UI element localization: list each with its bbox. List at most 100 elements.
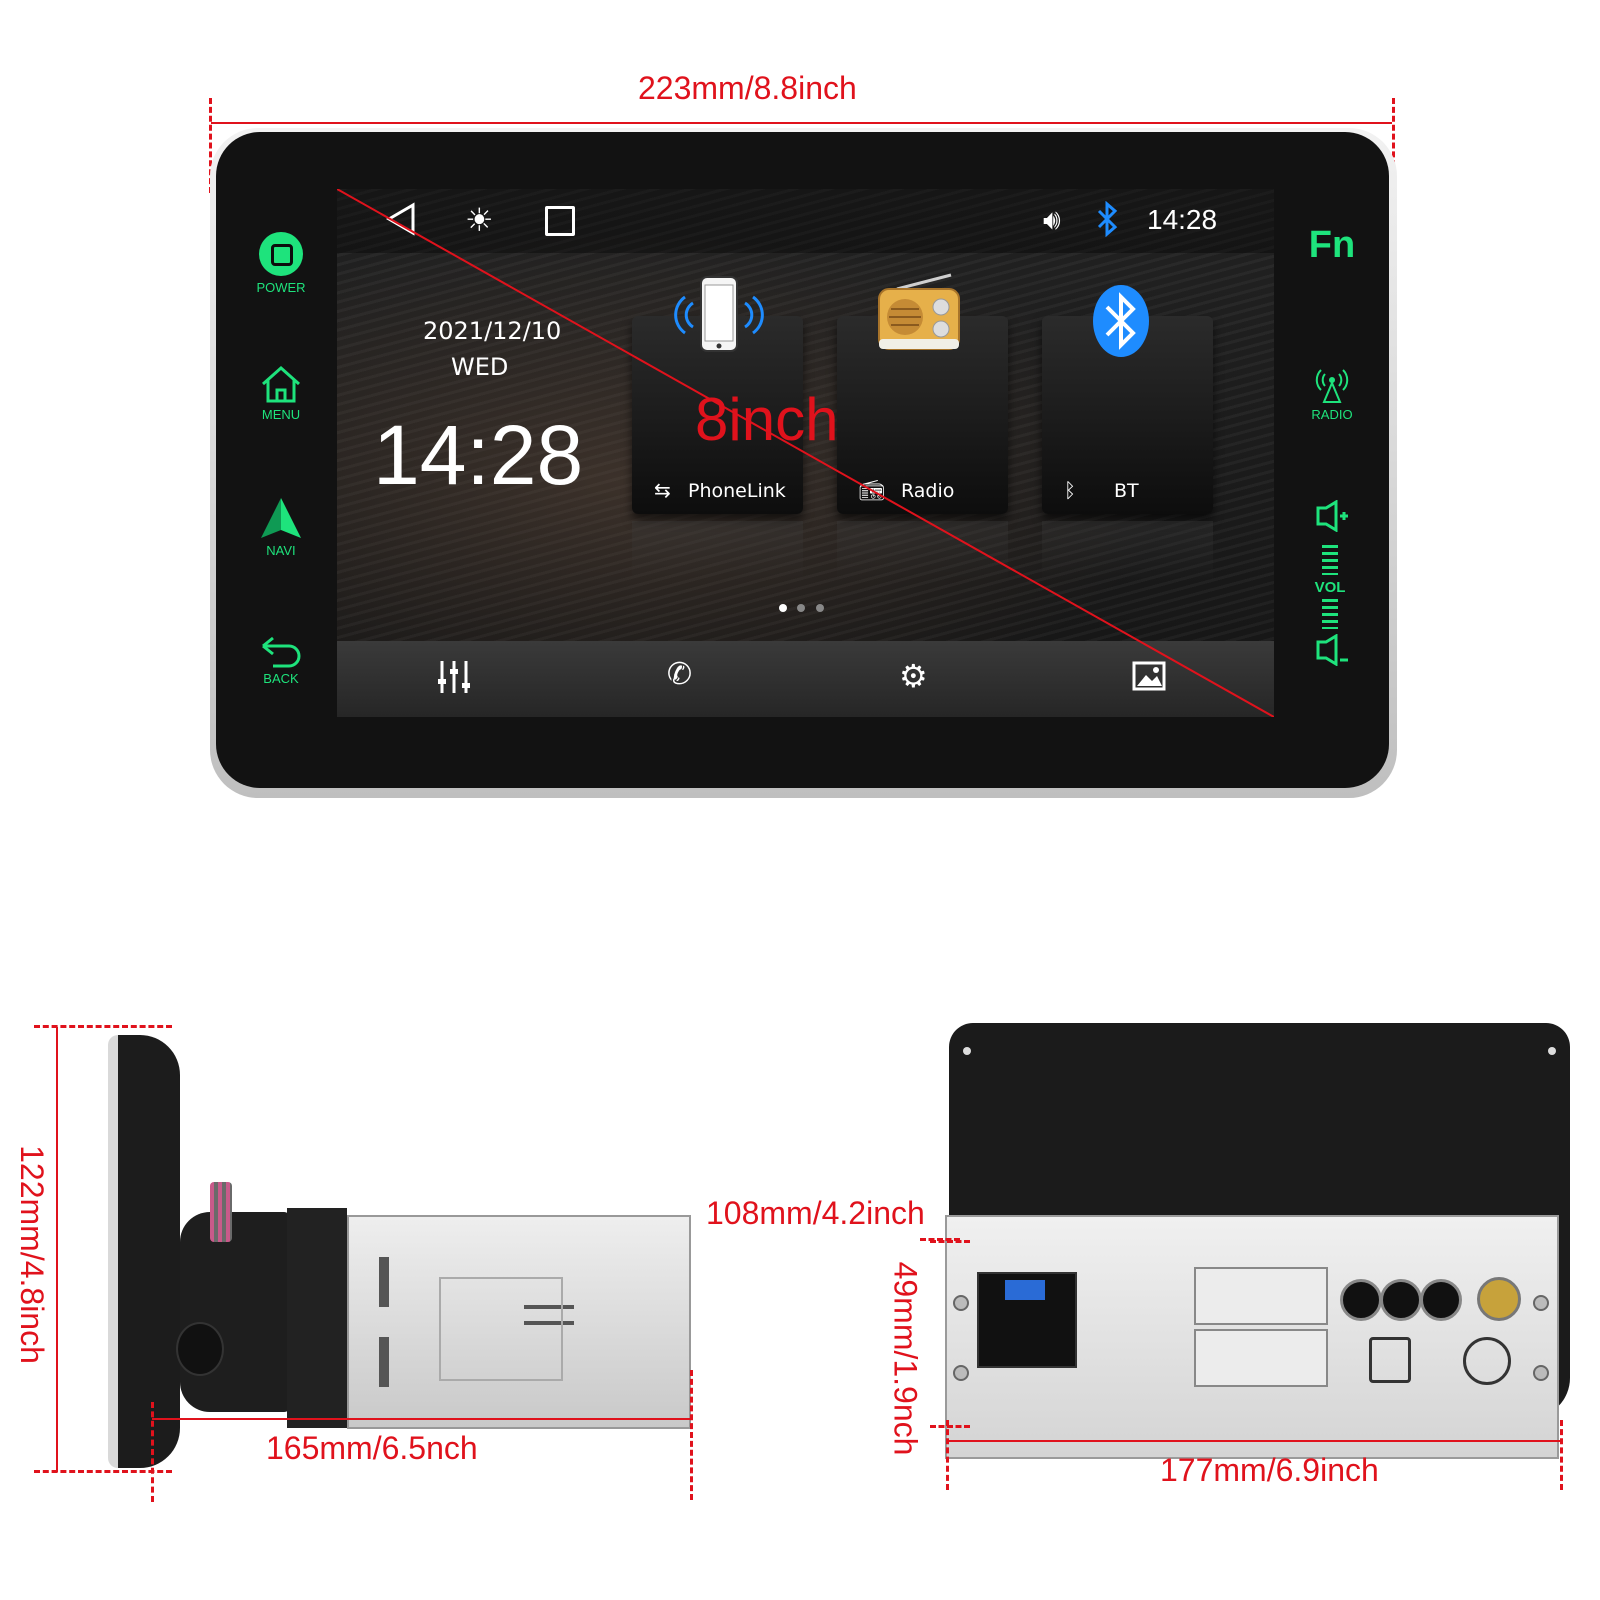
retro-radio-icon [878, 273, 960, 350]
home-date: 2021/12/10 [423, 317, 562, 345]
fn-button[interactable]: Fn [1308, 224, 1356, 266]
rear-chassis-height-label: 49mm/1.9nch [887, 1261, 924, 1456]
tile-bt-reflection [1042, 521, 1213, 581]
side-height-line [56, 1027, 58, 1472]
tile-radio[interactable]: 📻︎ Radio [837, 316, 1008, 514]
brightness-icon[interactable]: ☀ [465, 201, 494, 239]
front-width-label: 223mm/8.8inch [638, 70, 857, 106]
antenna-port [1477, 1277, 1521, 1321]
navi-button[interactable]: NAVI [254, 496, 308, 558]
power-icon [259, 232, 303, 276]
chassis-slot [524, 1305, 574, 1309]
back-arrow-icon [262, 636, 301, 668]
screen-size-label: 8inch [695, 386, 839, 453]
speaker-icon[interactable]: 🔊︎ [1043, 203, 1061, 236]
fuse [1005, 1280, 1045, 1300]
radio-button[interactable]: RADIO [1302, 368, 1362, 422]
bluetooth-status-icon [1095, 200, 1119, 241]
volume-label: VOL [1314, 579, 1346, 596]
radio-antenna-icon [1315, 369, 1349, 403]
chassis-slot [524, 1321, 574, 1325]
chassis-slot [379, 1257, 389, 1307]
rear-width-label: 177mm/6.9inch [1160, 1452, 1379, 1488]
power-button[interactable]: POWER [254, 232, 308, 295]
status-bar: ☀ 🔊︎ 14:28 [337, 189, 1274, 253]
rca-jack [1340, 1279, 1382, 1321]
hinge-knob [176, 1322, 224, 1376]
rear-width-right-guide [1560, 1420, 1563, 1490]
rear-round-mark [1463, 1337, 1511, 1385]
side-depth-left-guide [151, 1402, 154, 1502]
tile-radio-label: Radio [901, 480, 955, 502]
recent-apps-icon[interactable] [545, 206, 575, 236]
home-icon [262, 365, 300, 403]
harness-connector-bottom [1194, 1329, 1328, 1387]
rear-width-left-guide [946, 1420, 949, 1490]
home-weekday: WED [451, 353, 509, 381]
navigation-icon [261, 498, 301, 538]
navi-label: NAVI [266, 543, 296, 558]
harness-connector-top [1194, 1267, 1328, 1325]
rca-jack [1420, 1279, 1462, 1321]
rear-screw [1533, 1365, 1549, 1381]
volume-slider[interactable]: VOL [1315, 545, 1345, 629]
page-dot [815, 604, 824, 612]
rear-chassis-top-guide [930, 1240, 970, 1243]
equalizer-icon[interactable] [437, 657, 471, 697]
rear-screw [953, 1295, 969, 1311]
rear-front-height-label: 108mm/4.2inch [706, 1195, 925, 1231]
back-label: BACK [263, 671, 299, 686]
chassis-tab [439, 1277, 563, 1381]
rear-chassis-bottom-guide [930, 1425, 970, 1428]
home-clock: 14:28 [373, 408, 584, 502]
screen-diagonal-line [337, 189, 1274, 717]
side-height-top-guide [34, 1025, 172, 1028]
phone-call-icon[interactable]: ✆ [667, 657, 693, 692]
smartphone-icon [674, 276, 764, 352]
gallery-icon[interactable] [1132, 661, 1166, 691]
page-indicator[interactable] [779, 599, 824, 617]
mounting-bracket-mark [1369, 1337, 1411, 1383]
side-depth-label: 165mm/6.5nch [266, 1430, 478, 1466]
bluetooth-icon [1093, 285, 1149, 357]
side-view-frame [287, 1208, 347, 1428]
menu-label: MENU [261, 407, 301, 422]
rear-width-line [948, 1440, 1562, 1442]
back-button[interactable]: BACK [254, 636, 308, 686]
page-dot [797, 604, 806, 612]
chassis-slot [379, 1337, 389, 1387]
rear-screw [953, 1365, 969, 1381]
link-arrows-icon: ⇆ [654, 478, 671, 502]
tile-phonelink-label: PhoneLink [688, 480, 786, 502]
side-height-bottom-guide [34, 1470, 172, 1473]
side-height-label: 122mm/4.8inch [13, 1145, 50, 1364]
volume-up-button[interactable] [1310, 499, 1354, 535]
rear-view-chassis [945, 1215, 1559, 1459]
front-width-right-guide [1392, 98, 1395, 193]
side-depth-line [152, 1418, 692, 1420]
side-depth-right-guide [690, 1370, 693, 1500]
page-dot-active [779, 604, 787, 612]
settings-gear-icon[interactable]: ⚙ [899, 657, 928, 695]
rear-front-height-guide [920, 1238, 960, 1241]
radio-label: RADIO [1311, 407, 1353, 422]
front-width-line [211, 122, 1392, 124]
rear-screw [1533, 1295, 1549, 1311]
side-view-chassis [347, 1215, 691, 1429]
bottom-bar: ✆ ⚙ [337, 641, 1274, 717]
display-screen[interactable]: ☀ 🔊︎ 14:28 2021/12/10 WED 14:28 ⇆ PhoneL… [337, 189, 1274, 717]
ribbon-cable [210, 1182, 232, 1242]
tile-phonelink-reflection [632, 521, 803, 581]
volume-dots-bottom [1322, 599, 1338, 629]
menu-button[interactable]: MENU [254, 364, 308, 422]
volume-down-button[interactable] [1310, 633, 1354, 669]
front-width-left-guide [209, 98, 212, 193]
plate-screw [1548, 1047, 1556, 1055]
bluetooth-small-icon: ᛒ [1064, 478, 1076, 502]
plate-screw [963, 1047, 971, 1055]
rca-jack [1380, 1279, 1422, 1321]
side-view-mount [176, 1182, 290, 1412]
iso-power-connector [977, 1272, 1077, 1368]
tile-bt-label: BT [1114, 480, 1139, 502]
volume-dots-top [1322, 545, 1338, 575]
